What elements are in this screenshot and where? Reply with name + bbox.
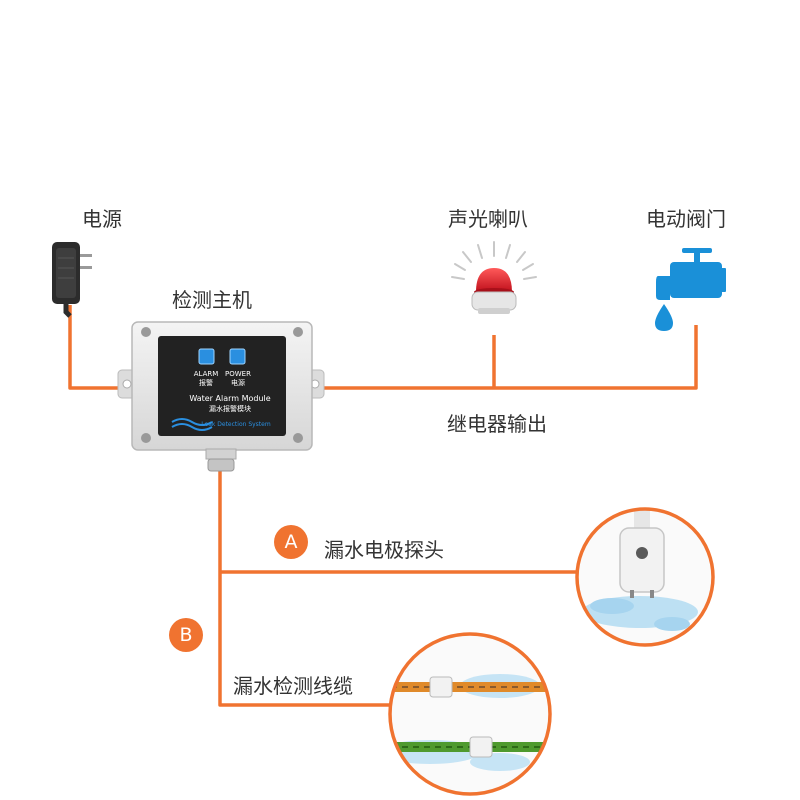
- valve-faucet-icon: [655, 248, 726, 331]
- alarm-led-label: ALARM: [194, 370, 219, 378]
- cable-label: 漏水检测线缆: [233, 674, 353, 698]
- power-wire: [68, 305, 135, 390]
- module-name-cn: 漏水报警模块: [209, 404, 251, 413]
- power-led-label: POWER: [225, 370, 251, 378]
- horn-label: 声光喇叭: [448, 207, 528, 231]
- system-name: Leak Detection System: [201, 421, 271, 428]
- wiring: [68, 305, 698, 707]
- power-led-label-cn: 电源: [231, 378, 245, 387]
- detector-host-device: ALARM 报警 POWER 电源 Water Alarm Module 漏水报…: [117, 321, 325, 472]
- sensor-trunk-wire: [218, 470, 390, 707]
- valve-label: 电动阀门: [646, 207, 726, 231]
- alarm-horn-icon: [451, 241, 537, 314]
- relay-wire: [320, 325, 698, 390]
- probe-label: 漏水电极探头: [324, 538, 444, 562]
- badge-a: A: [274, 525, 308, 559]
- power-adapter-icon: [52, 242, 92, 318]
- module-name-en: Water Alarm Module: [189, 394, 270, 403]
- cable-inset: [388, 632, 552, 796]
- power-label: 电源: [82, 207, 122, 231]
- badge-b: B: [169, 618, 203, 652]
- probe-inset: [575, 507, 715, 647]
- alarm-led-label-cn: 报警: [199, 378, 213, 387]
- host-label: 检测主机: [172, 288, 252, 312]
- relay-output-label: 继电器输出: [447, 412, 547, 436]
